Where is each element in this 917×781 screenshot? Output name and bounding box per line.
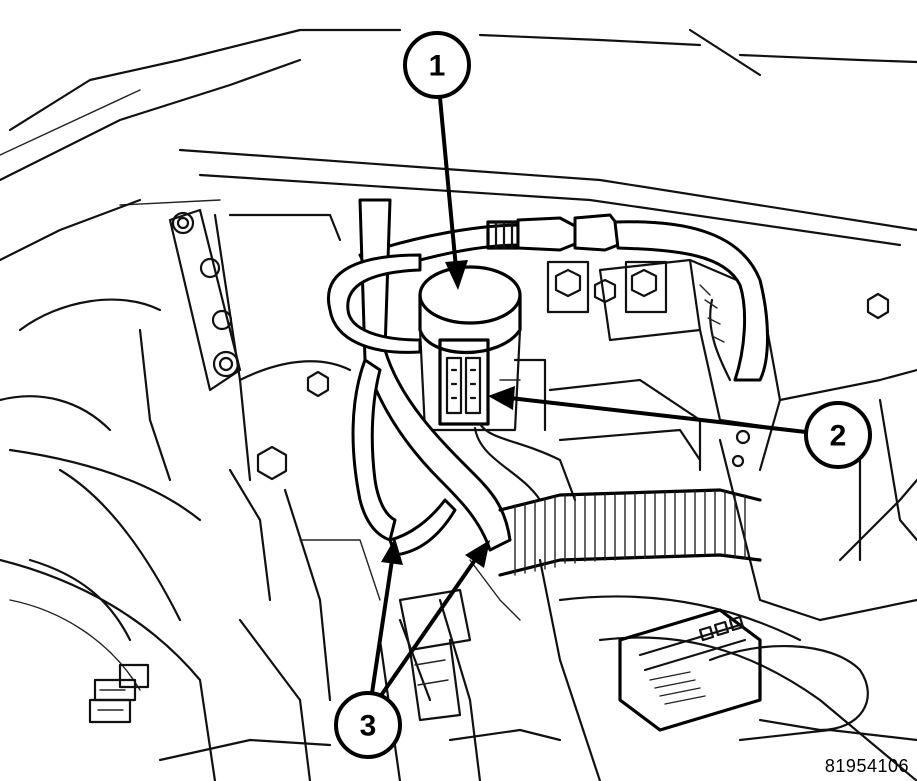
callout-1: 1: [403, 31, 471, 290]
wiring-harness: [498, 488, 762, 577]
bolt-icon: [171, 211, 195, 235]
fasteners: [256, 260, 890, 481]
callout-3: 3: [334, 538, 490, 759]
bolt-icon: [212, 350, 240, 378]
callout-2: 2: [488, 386, 872, 469]
callout-1-label: 1: [429, 50, 446, 83]
bolt-head-icon: [256, 445, 288, 481]
figure-id: 81954106: [824, 756, 909, 776]
bolt-head-icon: [554, 268, 582, 298]
canister: [418, 265, 547, 432]
electrical-connector: [438, 338, 577, 502]
junction-block: [88, 663, 150, 724]
bolt-icon: [211, 309, 233, 331]
callout-2-label: 2: [830, 420, 847, 453]
bolt-icon: [199, 257, 221, 279]
lower-connector-block: [618, 608, 869, 732]
bolt-head-icon: [866, 292, 890, 320]
bolt-head-icon: [306, 370, 330, 398]
background-structure: [0, 28, 917, 781]
lower-bracket: [398, 588, 472, 722]
left-bracket: [168, 208, 242, 392]
callout-3-label: 3: [360, 710, 377, 743]
vacuum-tubes: [327, 198, 512, 557]
bolt-head-icon: [593, 278, 617, 304]
bolt-head-icon: [630, 268, 658, 298]
